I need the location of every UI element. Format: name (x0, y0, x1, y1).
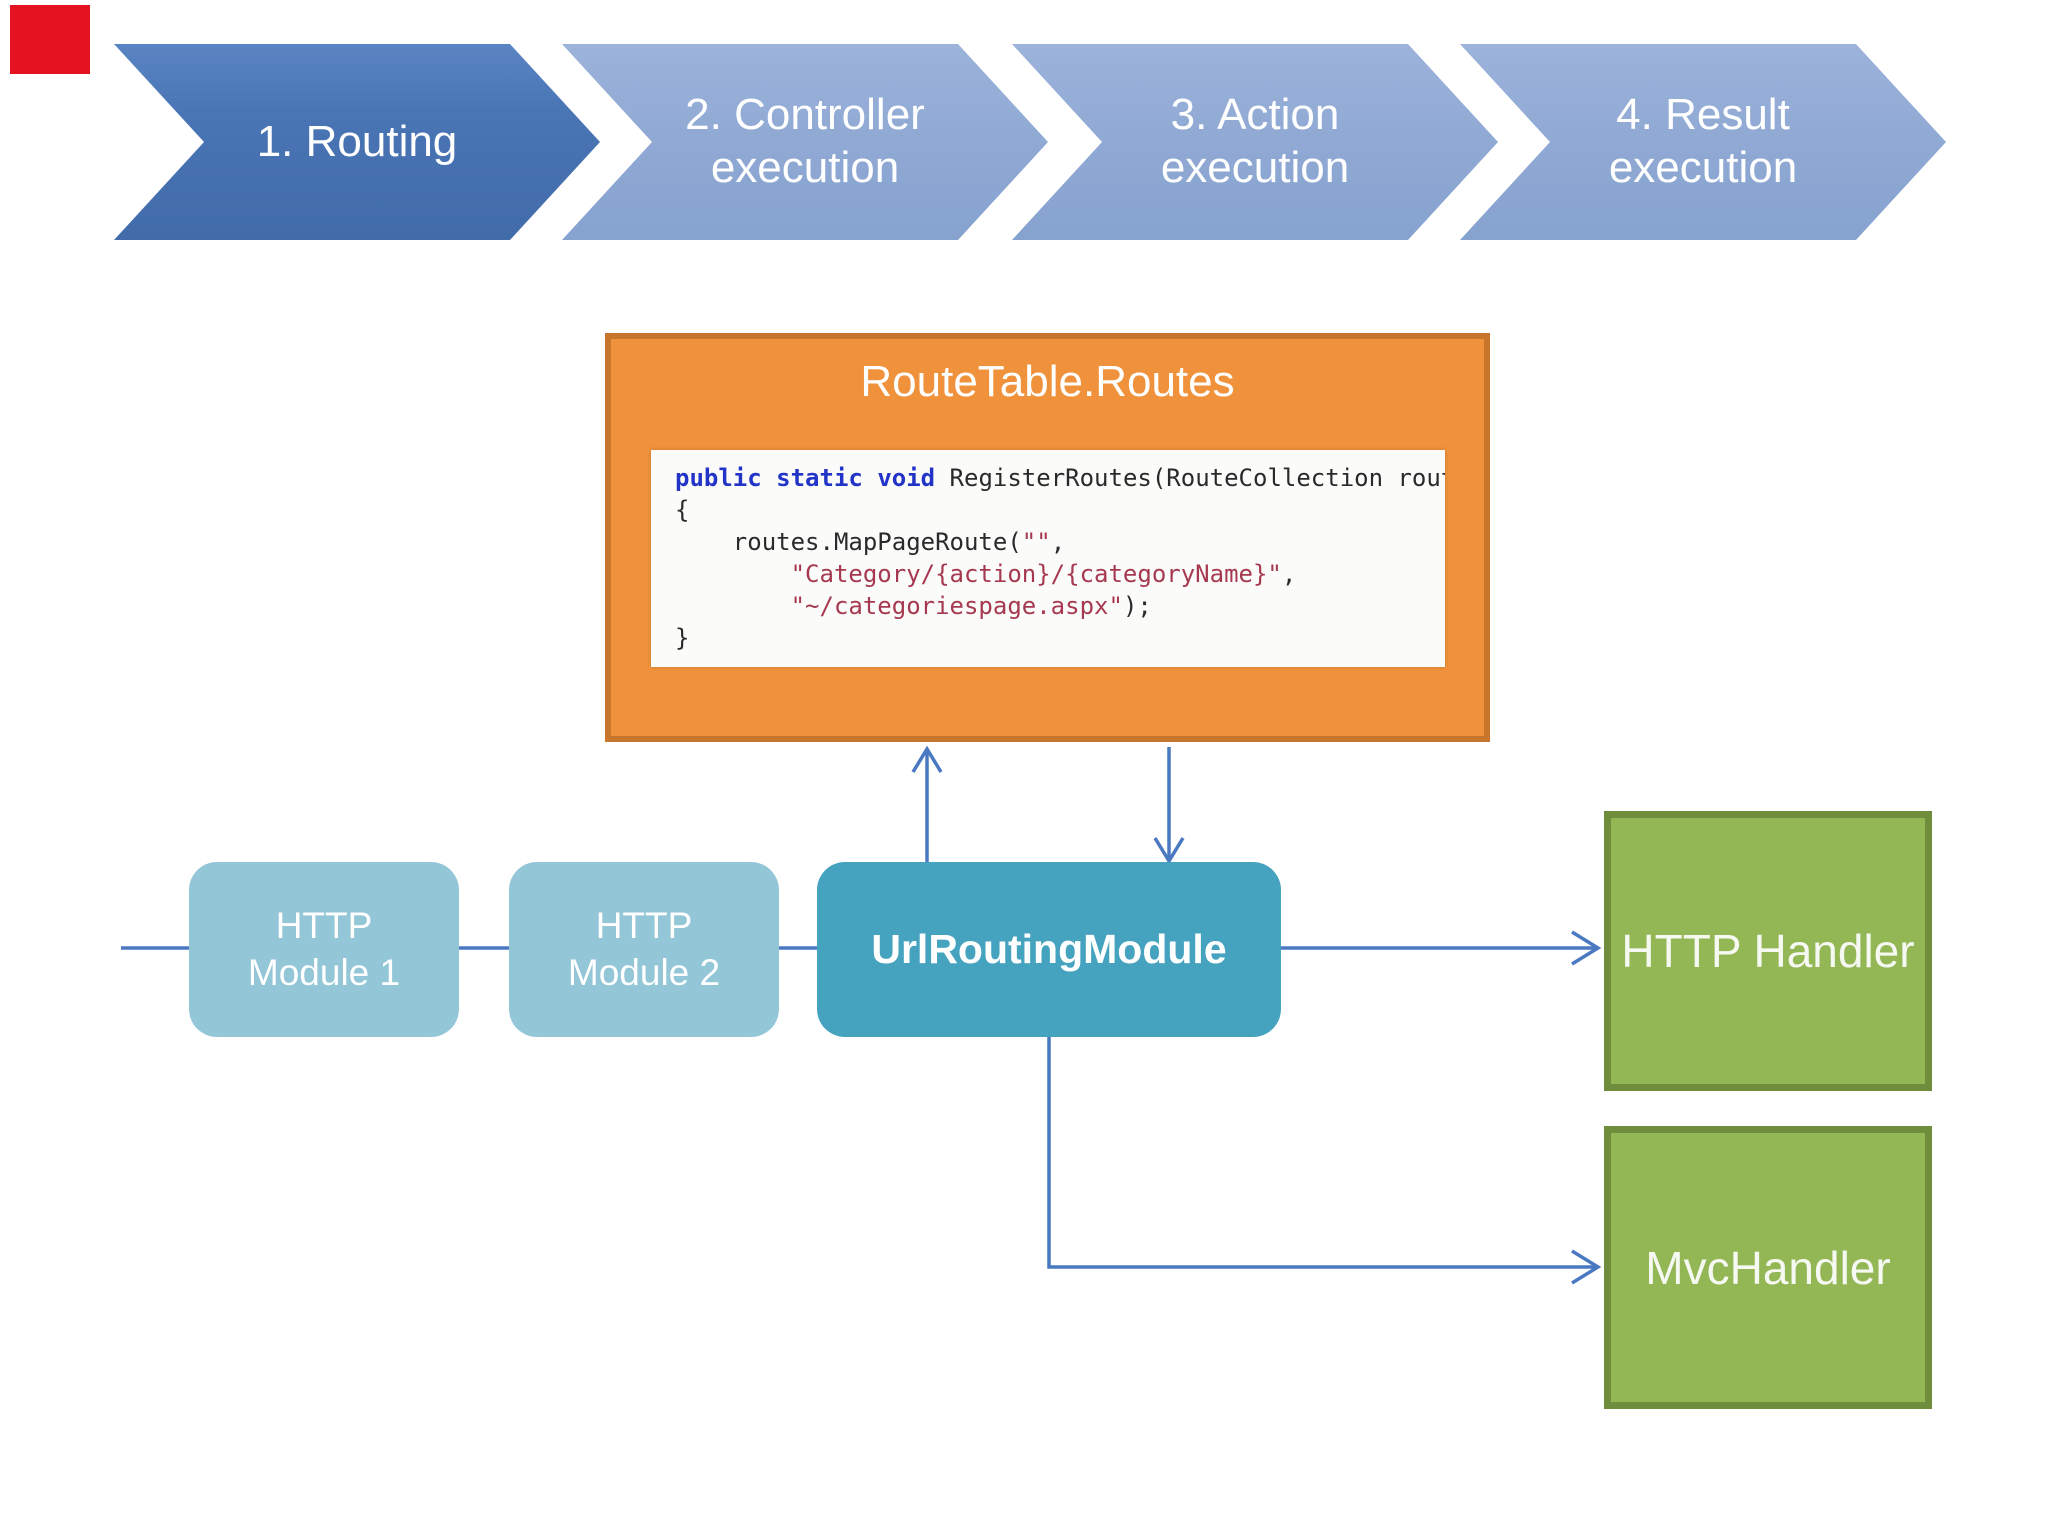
code-line: "~/categoriespage.aspx"); (790, 592, 1152, 620)
url-routing-module-box: UrlRoutingModule (817, 862, 1281, 1037)
route-table-box: RouteTable.Routes public static void Reg… (605, 333, 1490, 742)
arrowhead-httphandler (1571, 930, 1602, 966)
http-handler-box: HTTP Handler (1604, 811, 1932, 1091)
mvc-handler-box: MvcHandler (1604, 1126, 1932, 1409)
code-line: { (675, 496, 690, 524)
recording-indicator (10, 5, 90, 74)
pipeline-step-1: 1. Routing (114, 44, 600, 240)
code-line: } (675, 624, 690, 652)
arrowhead-routetable (911, 745, 943, 773)
arrowhead-mvchandler (1571, 1249, 1602, 1285)
http-module-1-box: HTTP Module 1 (189, 862, 459, 1037)
pipeline-step-4: 4. Result execution (1460, 44, 1946, 240)
arrowhead-urlrouting (1153, 837, 1185, 865)
pipeline-step-2: 2. Controller execution (562, 44, 1048, 240)
http-module-2-box: HTTP Module 2 (509, 862, 779, 1037)
pipeline-step-3: 3. Action execution (1012, 44, 1498, 240)
register-routes-code-snippet: public static void RegisterRoutes(RouteC… (651, 450, 1445, 667)
code-line: "Category/{action}/{categoryName}", (790, 560, 1297, 588)
code-line: public static void RegisterRoutes(RouteC… (675, 464, 1445, 492)
code-line: routes.MapPageRoute("", (675, 528, 1066, 556)
route-table-title: RouteTable.Routes (860, 357, 1235, 406)
connector-urlrouting-mvchandler (1047, 1037, 1596, 1269)
